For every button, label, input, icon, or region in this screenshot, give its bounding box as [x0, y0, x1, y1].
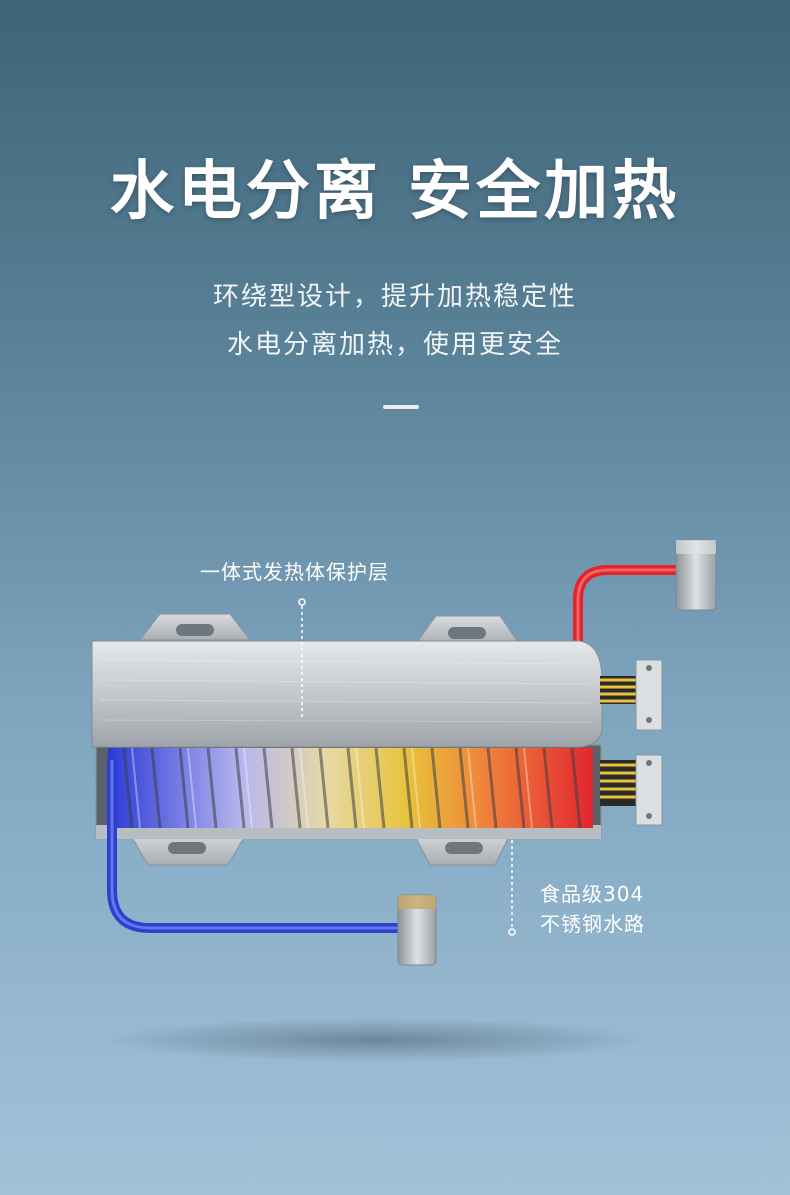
subtitle-line-1: 环绕型设计，提升加热稳定性 — [212, 282, 577, 312]
protective-housing — [91, 640, 603, 748]
headline: 水电分离 安全加热 — [109, 155, 681, 229]
callout-leader-water-path — [508, 840, 516, 936]
callout-leader-protective-layer — [298, 598, 306, 720]
coil-tubes — [108, 747, 593, 829]
outlet-fitting — [675, 539, 717, 611]
wire-bundle-upper — [600, 676, 636, 704]
wire-bundle-lower — [600, 760, 636, 806]
hot-water-pipe — [573, 565, 685, 665]
ground-shadow — [100, 1018, 650, 1062]
inlet-fitting — [397, 894, 437, 966]
callout-water-path-line-1: 食品级304 — [540, 882, 645, 906]
subtitle-line-2: 水电分离加热，使用更安全 — [226, 330, 563, 360]
callout-protective-layer: 一体式发热体保护层 — [200, 560, 389, 584]
callout-water-path-line-2: 不锈钢水路 — [540, 912, 645, 936]
divider — [383, 405, 419, 409]
